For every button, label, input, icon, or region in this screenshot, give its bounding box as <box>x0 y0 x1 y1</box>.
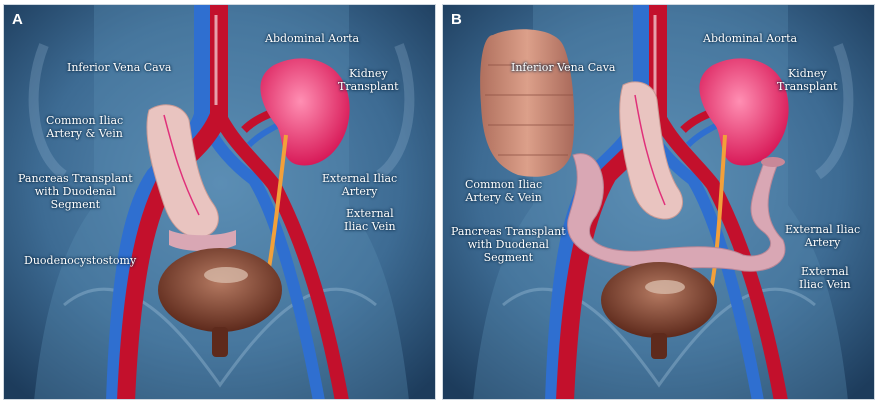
panel-letter: A <box>12 11 23 28</box>
panel-a: A Abdominal Aorta Inferior Vena Cava Kid… <box>3 4 436 400</box>
panel-b: B Abdominal Aorta Inferior Vena Cava Kid… <box>442 4 875 400</box>
label-pancreas-transplant: Pancreas Transplant with Duodenal Segmen… <box>451 225 566 264</box>
label-external-iliac-vein: External Iliac Vein <box>344 207 396 233</box>
panel-letter: B <box>451 11 462 28</box>
label-abdominal-aorta: Abdominal Aorta <box>703 32 797 45</box>
label-pancreas-transplant: Pancreas Transplant with Duodenal Segmen… <box>18 172 133 211</box>
label-duodenocystostomy: Duodenocystostomy <box>24 254 136 267</box>
label-inferior-vena-cava: Inferior Vena Cava <box>511 61 616 74</box>
label-common-iliac: Common Iliac Artery & Vein <box>46 114 123 140</box>
label-kidney-transplant: Kidney Transplant <box>777 67 838 93</box>
label-inferior-vena-cava: Inferior Vena Cava <box>67 61 172 74</box>
label-common-iliac: Common Iliac Artery & Vein <box>465 178 542 204</box>
label-kidney-transplant: Kidney Transplant <box>338 67 399 93</box>
label-external-iliac-vein: External Iliac Vein <box>799 265 851 291</box>
label-external-iliac-artery: External Iliac Artery <box>785 223 860 249</box>
label-external-iliac-artery: External Iliac Artery <box>322 172 397 198</box>
label-abdominal-aorta: Abdominal Aorta <box>265 32 359 45</box>
